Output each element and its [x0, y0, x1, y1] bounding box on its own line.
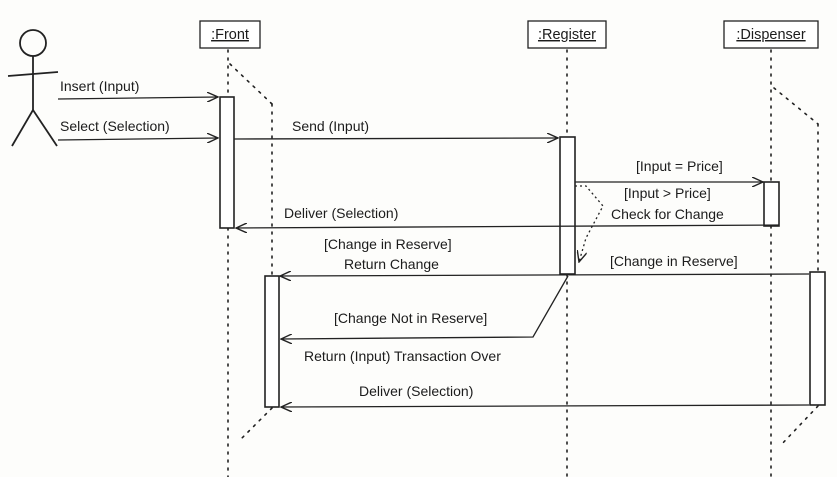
activation-front-2	[264, 275, 280, 408]
message-deliver-2: Deliver (Selection)	[281, 383, 810, 407]
actor-head	[19, 29, 47, 57]
message-deliver-2-arrow	[281, 405, 810, 407]
message-deliver-1: Deliver (Selection)	[236, 205, 780, 228]
message-select: Select (Selection)	[57, 118, 218, 140]
actor-user	[7, 29, 59, 147]
self-call-check-for-change	[575, 185, 604, 262]
message-change-not-in-reserve-label: [Change Not in Reserve]	[334, 310, 487, 326]
actor-left-leg	[11, 109, 34, 147]
message-return-input-label: Return (Input) Transaction Over	[304, 348, 501, 364]
message-return-input-arrow	[281, 275, 569, 339]
message-change-in-reserve-left-label: [Change in Reserve]	[324, 236, 452, 252]
message-deliver-1-arrow	[236, 225, 780, 228]
message-input-equals-price-label: [Input = Price]	[636, 158, 723, 174]
message-check-for-change-label: Check for Change	[611, 206, 724, 222]
activation-front-1	[219, 96, 235, 229]
message-return-change-label: Return Change	[344, 256, 439, 272]
lifeline-front-lower-slant	[239, 407, 273, 441]
lifeline-dispenser-slant	[773, 87, 819, 125]
object-register-label: :Register	[538, 27, 596, 43]
object-dispenser: :Dispenser	[723, 20, 819, 49]
actor-right-leg	[32, 109, 58, 147]
object-register: :Register	[527, 20, 607, 49]
activation-register	[559, 136, 576, 275]
object-dispenser-box	[723, 20, 819, 49]
message-insert: Insert (Input)	[57, 78, 218, 99]
object-register-box	[527, 20, 607, 49]
object-front-label: :Front	[211, 27, 249, 43]
object-front-box	[199, 20, 261, 49]
object-dispenser-label: :Dispenser	[736, 27, 805, 43]
message-select-label: Select (Selection)	[60, 118, 170, 134]
message-send-label: Send (Input)	[292, 118, 369, 134]
message-select-arrow	[57, 138, 218, 140]
message-deliver-1-label: Deliver (Selection)	[284, 205, 398, 221]
message-send: Send (Input)	[233, 118, 558, 139]
activation-dispenser-2	[809, 271, 826, 406]
message-check-for-change: [Input > Price] Check for Change	[575, 185, 724, 262]
message-input-equals-price: [Input = Price]	[575, 158, 763, 182]
actor-arms	[7, 71, 59, 77]
message-input-greater-price-label: [Input > Price]	[624, 185, 711, 201]
message-change-in-reserve-right-label: [Change in Reserve]	[610, 253, 738, 269]
message-insert-arrow	[57, 97, 218, 99]
message-deliver-2-label: Deliver (Selection)	[359, 383, 473, 399]
lifeline-dispenser-lower-slant	[779, 405, 819, 447]
lifeline-front-slant-1	[229, 63, 273, 105]
message-send-arrow	[233, 138, 558, 139]
activation-dispenser-1	[763, 181, 780, 227]
object-front: :Front	[199, 20, 261, 49]
message-insert-label: Insert (Input)	[60, 78, 139, 94]
message-return-input: [Change Not in Reserve] Return (Input) T…	[281, 275, 569, 364]
message-return-change: [Change in Reserve] Return Change [Chang…	[280, 236, 810, 276]
message-return-change-arrow	[280, 274, 810, 276]
